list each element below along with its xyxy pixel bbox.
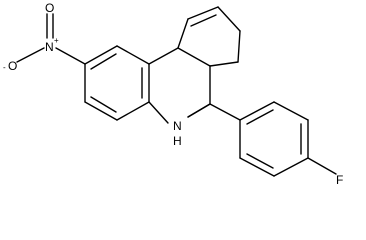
bond-c4-ch — [187, 103, 211, 118]
bond-ring-c-3 — [273, 157, 309, 177]
bond-cp-2 — [187, 6, 219, 20]
bond-nitro-n-ring — [55, 47, 86, 65]
bond-ring-b-1 — [148, 47, 179, 65]
bond-cp-1 — [177, 18, 189, 49]
bond-ring-a-5 — [84, 101, 118, 121]
bond-ring-c-2-inner — [246, 153, 274, 169]
atom-amine-h: H — [173, 134, 182, 148]
atom-fluorine: F — [336, 173, 343, 187]
bond-to-aryl — [209, 103, 241, 121]
bond-ring-b-2 — [177, 47, 211, 67]
atom-nitro-o-double: O — [45, 1, 54, 15]
atom-nitro-n: N — [45, 40, 54, 54]
bond-cp-3 — [217, 6, 241, 32]
bond-ring-c-5 — [273, 101, 309, 121]
bond-ring-a-2 — [116, 45, 150, 65]
bond-cp-5 — [209, 61, 239, 67]
bond-ring-a-1 — [84, 45, 118, 65]
bond-cp-2-inner — [190, 14, 217, 27]
atom-amine-n: N — [173, 119, 182, 133]
bond-c-f — [307, 157, 337, 175]
bond-ring-c-6-inner — [246, 109, 274, 125]
atom-nitro-o-charge: - — [3, 63, 6, 72]
bond-ring-c-6 — [239, 101, 275, 121]
atom-nitro-o-single: O — [8, 59, 17, 73]
bond-cp-4 — [237, 30, 241, 63]
atom-nitro-n-charge: + — [54, 36, 59, 45]
structure-canvas: O N + O - N H F — [3, 1, 343, 187]
bond-ring-a-1-inner — [90, 53, 117, 70]
bond-ring-b-5 — [148, 101, 169, 124]
bond-ring-a-4 — [116, 101, 150, 121]
bond-ring-c-2 — [239, 157, 275, 177]
bond-ring-a-5-inner — [90, 96, 117, 113]
bond-nitro-n-o-single — [16, 47, 45, 63]
molecule-diagram: O N + O - N H F — [3, 1, 343, 187]
